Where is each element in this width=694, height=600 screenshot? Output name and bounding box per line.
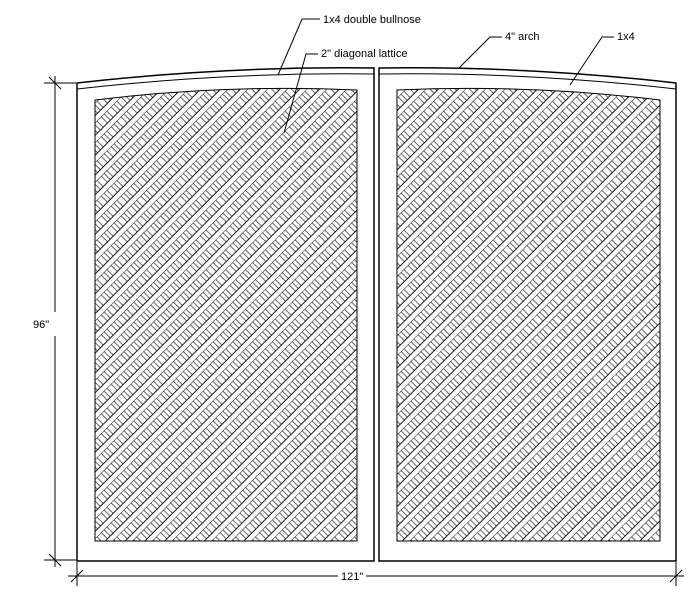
height-bottom-tick <box>48 553 62 567</box>
right-gate-leaf <box>378 67 677 562</box>
lattice-leader <box>283 53 318 134</box>
right-leaf-bullnose-cap <box>378 73 677 90</box>
trim-label: 1x4 double bullnose <box>323 14 421 26</box>
left-leaf-outer-frame <box>76 67 375 562</box>
left-lattice-panel-border <box>94 87 358 542</box>
arch-leader <box>457 36 502 70</box>
board-leader <box>569 36 614 86</box>
width-right-tick <box>669 569 683 583</box>
left-lattice-fill <box>95 88 357 541</box>
right-lattice-fill <box>397 88 660 541</box>
arch-label: 4" arch <box>505 31 539 43</box>
width-dimension: 121" <box>68 562 684 586</box>
right-lattice-panel-border <box>396 87 661 542</box>
left-gate-leaf <box>76 67 375 562</box>
left-leaf-bullnose-cap <box>76 73 375 90</box>
height-dimension: 96" <box>33 76 76 567</box>
trim-leader <box>277 18 320 76</box>
width-left-tick <box>70 569 84 583</box>
lattice-label: 2" diagonal lattice <box>321 48 407 60</box>
board-label: 1x4 <box>617 31 635 43</box>
height-dimension-label: 96" <box>33 319 49 331</box>
height-top-tick <box>48 76 62 90</box>
width-dimension-label: 121" <box>341 571 363 583</box>
right-leaf-outer-frame <box>378 67 677 562</box>
leader-lines <box>277 18 614 134</box>
